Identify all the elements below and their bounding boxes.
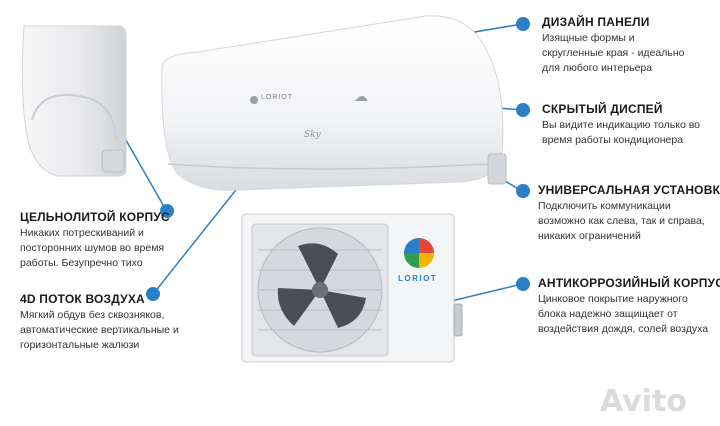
callout-dot-panel bbox=[516, 17, 530, 31]
callout-line: работы. Безупречно тихо bbox=[20, 257, 143, 269]
indoor-logo: LORIOT bbox=[261, 94, 294, 101]
callout-universal-install: УНИВЕРСАЛЬНАЯ УСТАНОВКА Подключить комму… bbox=[538, 183, 720, 244]
callout-title: 4D ПОТОК ВОЗДУХА bbox=[20, 292, 145, 306]
callout-line: возможно как слева, так и справа, bbox=[538, 215, 705, 227]
callout-title: АНТИКОРРОЗИЙНЫЙ КОРПУС bbox=[538, 276, 720, 290]
callout-dot-display bbox=[516, 103, 530, 117]
callout-dot-casing bbox=[160, 204, 174, 218]
callout-solid-casing: ЦЕЛЬНОЛИТОЙ КОРПУС Никаких потрескиваний… bbox=[20, 210, 170, 271]
callout-hidden-display: СКРЫТЫЙ ДИСПЕЙ Вы видите индикацию тольк… bbox=[542, 102, 700, 148]
outdoor-logo-text: LORIOT bbox=[398, 274, 438, 283]
callout-line: для любого интерьера bbox=[542, 62, 653, 74]
callout-line: воздействия дождя, солей воздуха bbox=[538, 323, 709, 335]
indoor-unit-side-view bbox=[18, 20, 130, 180]
callout-line: Никаких потрескиваний и bbox=[20, 227, 144, 239]
callout-line: Мягкий обдув без сквозняков, bbox=[20, 309, 165, 321]
outdoor-unit: LORIOT bbox=[238, 210, 466, 368]
callout-anticorrosion: АНТИКОРРОЗИЙНЫЙ КОРПУС Цинковое покрытие… bbox=[538, 276, 720, 337]
callout-line: Цинковое покрытие наружного bbox=[538, 293, 688, 305]
callout-line: Вы видите индикацию только во bbox=[542, 119, 701, 131]
callout-dot-airflow bbox=[146, 287, 160, 301]
watermark: Avito bbox=[600, 384, 687, 419]
callout-title: СКРЫТЫЙ ДИСПЕЙ bbox=[542, 102, 663, 116]
callout-line: скругленные края - идеально bbox=[542, 47, 685, 59]
callout-line: Изящные формы и bbox=[542, 32, 635, 44]
model-label: Sky bbox=[304, 130, 321, 140]
callout-title: ДИЗАЙН ПАНЕЛИ bbox=[542, 15, 650, 29]
callout-title: ЦЕЛЬНОЛИТОЙ КОРПУС bbox=[20, 210, 170, 224]
callout-panel-design: ДИЗАЙН ПАНЕЛИ Изящные формы и скругленны… bbox=[542, 15, 684, 76]
display-icon: ☁ bbox=[354, 88, 368, 104]
callout-title: УНИВЕРСАЛЬНАЯ УСТАНОВКА bbox=[538, 183, 720, 197]
outdoor-logo-mark bbox=[404, 238, 434, 268]
callout-line: автоматические вертикальные и bbox=[20, 324, 179, 336]
indoor-unit: LORIOT ☁ Sky bbox=[158, 14, 514, 192]
callout-line: время работы кондиционера bbox=[542, 134, 684, 146]
callout-line: Подключить коммуникации bbox=[538, 200, 671, 212]
callout-dot-corrosion bbox=[516, 277, 530, 291]
callout-line: горизонтальные жалюзи bbox=[20, 339, 140, 351]
callout-line: блока надежно защищает от bbox=[538, 308, 678, 320]
callout-line: никаких ограничений bbox=[538, 230, 641, 242]
callout-line: посторонних шумов во время bbox=[20, 242, 165, 254]
callout-4d-airflow: 4D ПОТОК ВОЗДУХА Мягкий обдув без сквозн… bbox=[20, 292, 179, 353]
callout-dot-install bbox=[516, 184, 530, 198]
